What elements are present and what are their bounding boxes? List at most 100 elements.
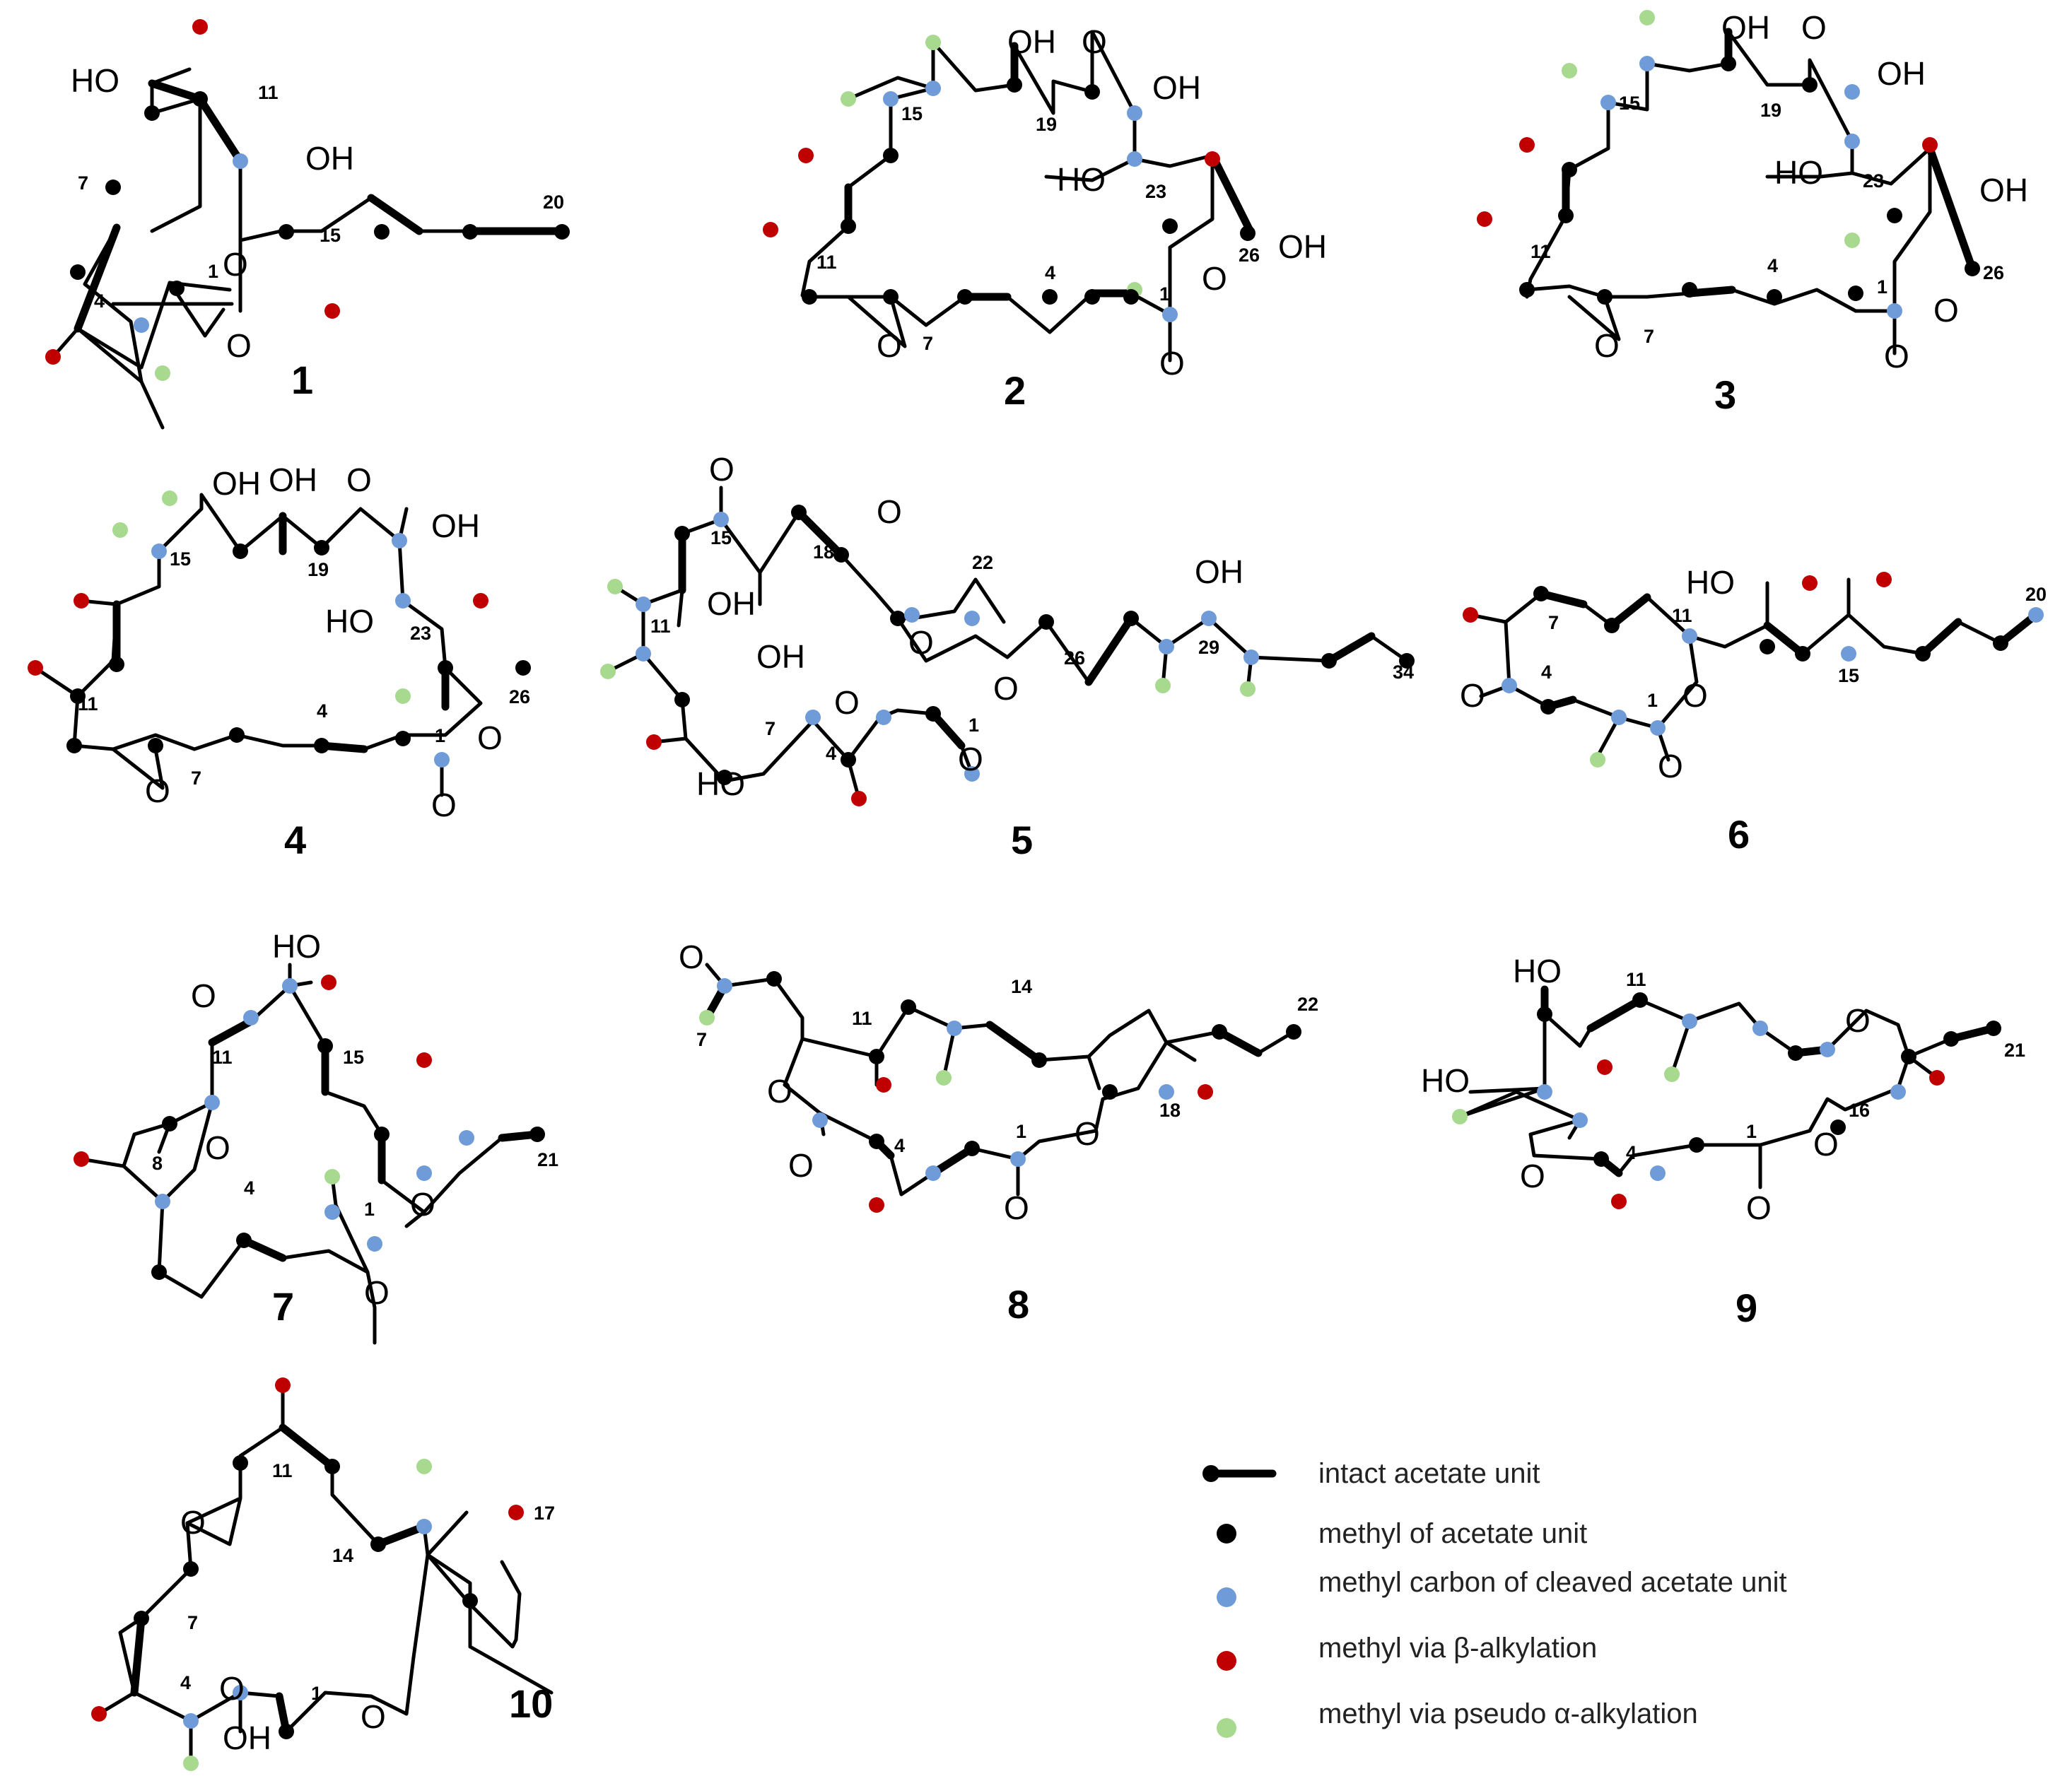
o-label: O [1658,748,1683,784]
o-label: O [877,493,902,530]
atom-number: 14 [1011,976,1032,997]
atom-number: 26 [1064,647,1085,669]
o-label: O [1520,1158,1545,1194]
atom-number: 7 [78,172,88,194]
compound-5: O O OH OH O OH HO O O O 1 4 7 11 15 18 2… [600,451,1415,862]
atom-number: 8 [152,1153,163,1174]
atom-number: 7 [187,1612,198,1633]
atom-number: 15 [1619,93,1640,114]
legend-item-cleaved-acetate: methyl carbon of cleaved acetate unit [1217,1567,1787,1607]
o-label: O [364,1274,390,1311]
o-label: O [226,327,252,364]
o-label: O [346,462,372,498]
o-label: O [477,719,503,756]
o-label: O [1884,338,1909,375]
atom-number: 1 [208,261,218,282]
o-label: O [1813,1126,1839,1163]
atom-number: 26 [509,686,530,707]
o-label: O [410,1186,435,1223]
atom-number: 7 [191,768,201,789]
compound-id: 2 [1004,368,1026,413]
atom-number: 4 [894,1135,905,1156]
atom-number: 15 [320,225,341,246]
atom-number: 11 [1530,241,1551,262]
compound-4: OH OH O OH HO O O O 1 4 7 11 15 19 23 26… [28,462,531,862]
o-label: O [180,1504,206,1541]
atom-number: 23 [410,623,431,644]
atom-number: 20 [543,192,564,213]
compound-id: 5 [1011,818,1033,862]
o-label: O [431,787,457,823]
o-label: O [1159,345,1185,382]
legend-item-intact-acetate: intact acetate unit [1202,1458,1540,1489]
o-label: O [788,1147,814,1184]
oh-label: OH [1152,69,1201,106]
atom-number: 1 [364,1199,375,1220]
atom-number: 7 [696,1029,707,1050]
atom-number: 26 [1239,245,1260,266]
ho-label: HO [1686,564,1735,601]
compound-10: O O OH O 1 4 7 11 14 17 10 [91,1377,555,1771]
atom-number: 11 [1672,605,1692,626]
legend-item-acetate-methyl: methyl of acetate unit [1217,1518,1587,1549]
atom-number: 18 [813,541,834,563]
atom-number: 15 [1838,665,1859,686]
atom-number: 22 [972,552,993,573]
atom-number: 4 [826,743,836,764]
atom-number: 4 [180,1672,191,1693]
o-label: O [1746,1189,1772,1226]
compound-1: HO OH O O 1 4 7 11 15 20 1 [45,19,570,430]
o-label: O [1933,292,1959,329]
ho-label: HO [1513,953,1562,989]
atom-number: 1 [311,1683,322,1704]
atom-number: 11 [816,252,837,273]
o-label: O [767,1073,792,1110]
atom-number: 4 [317,700,327,722]
o-label: O [679,939,704,975]
atom-number: 1 [1016,1121,1026,1142]
atom-number: 22 [1297,994,1318,1015]
legend-label: methyl via β-alkylation [1318,1633,1597,1664]
o-label: O [1082,23,1107,60]
legend-label: methyl of acetate unit [1318,1518,1587,1549]
atom-number: 7 [1548,612,1559,633]
legend-item-beta-alkylation: methyl via β-alkylation [1217,1633,1597,1671]
atom-number: 11 [852,1008,872,1029]
oh-label: OH [1877,55,1926,92]
legend-label: intact acetate unit [1318,1458,1540,1489]
o-label: O [993,670,1019,707]
compound-id: 7 [272,1284,294,1329]
compound-id: 6 [1728,812,1750,857]
compound-2: OH O OH HO OH O O O 1 4 7 11 15 19 23 26… [763,23,1327,413]
o-label: O [877,327,902,364]
atom-number: 4 [94,290,105,312]
atom-number: 23 [1145,181,1166,202]
atom-number: 21 [537,1149,558,1170]
oh-label: OH [431,507,480,544]
atom-number: 15 [901,103,923,124]
atom-number: 29 [1198,637,1219,658]
atom-number: 26 [1983,262,2004,283]
oh-label: OH [1195,553,1243,590]
o-label: O [361,1698,386,1735]
oh-label: OH [1979,172,2028,208]
atom-number: 1 [1159,283,1170,305]
atom-number: 15 [343,1047,364,1068]
ho-label: HO [1057,161,1106,198]
o-label: O [834,684,860,721]
o-label: O [191,977,216,1014]
o-label: O [1004,1189,1029,1226]
o-label: O [223,246,248,283]
compound-id: 1 [291,358,313,402]
atom-number: 18 [1159,1100,1181,1121]
atom-number: 1 [1746,1121,1757,1142]
o-label: O [1460,677,1485,714]
atom-number: 4 [1541,662,1552,683]
atom-number: 21 [2004,1040,2025,1061]
atom-number: 1 [1877,276,1887,298]
oh-label: OH [756,638,805,675]
oh-label: OH [707,585,756,622]
atom-number: 14 [332,1545,353,1566]
atom-number: 20 [2025,584,2047,605]
atom-number: 4 [244,1177,254,1199]
